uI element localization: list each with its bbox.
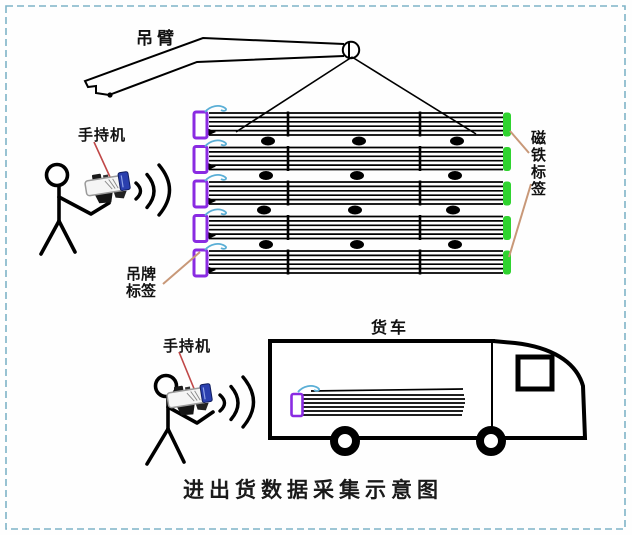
bundle-row (192, 207, 513, 243)
crane-arm-label: 吊臂 (136, 29, 178, 48)
magnet-tag-label: 磁铁标签 (529, 130, 546, 198)
spacer-row (261, 136, 464, 146)
hang-tag-label-line1: 吊牌 (126, 266, 157, 283)
crane-arm (83, 36, 345, 98)
truck-hang-tag (290, 392, 304, 418)
leader-lines (93, 130, 532, 392)
truck (268, 339, 588, 456)
magnet-tag-leader-top (509, 130, 530, 154)
handheld-device-bottom-icon (165, 380, 215, 419)
crane-pulley-icon (341, 40, 361, 60)
bundle-row (192, 104, 513, 140)
dashed-border-frame (5, 5, 626, 530)
handheld-device-top-icon (83, 168, 133, 207)
handheld-top-label: 手持机 (78, 127, 127, 144)
spacer-row (259, 240, 462, 249)
worker-top (39, 162, 111, 256)
truck-label: 货车 (371, 320, 410, 337)
truck-cargo-bundle (290, 385, 465, 418)
truck-wheel-front (476, 426, 506, 456)
handheld-bottom-leader (178, 351, 196, 392)
bundle-stack (192, 104, 513, 278)
spacer-row (257, 205, 460, 215)
hang-tag-label: 吊牌 标签 (126, 266, 156, 300)
truck-tag-hook-icon (297, 385, 320, 393)
truck-wheel-rear (330, 426, 360, 456)
hang-tag-label-line2: 标签 (126, 283, 157, 300)
hang-tag-leader (162, 251, 201, 285)
bundle-row (192, 173, 513, 209)
spacer-row (259, 171, 462, 180)
wifi-signal-top-icon (134, 163, 172, 217)
handheld-bottom-label: 手持机 (163, 338, 212, 355)
truck-window (515, 354, 555, 392)
bundle-row (192, 138, 513, 174)
magnet-tag-leader-bottom (508, 183, 532, 258)
wifi-signal-bottom-icon (218, 375, 256, 429)
bundle-row (192, 242, 513, 278)
handheld-top-leader (93, 141, 111, 178)
crane-arm-pin (107, 92, 113, 98)
diagram-title: 进出货数据采集示意图 (183, 478, 443, 502)
